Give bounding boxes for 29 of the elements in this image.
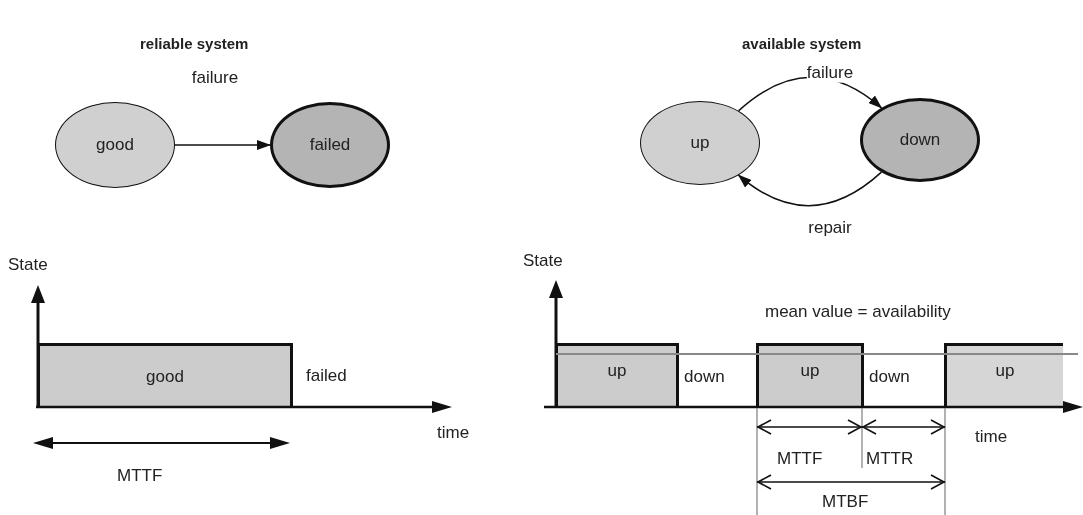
state-bar: [555, 343, 679, 407]
state-label: good: [146, 366, 184, 387]
chart-label: State: [8, 256, 48, 275]
transition-arrow: [174, 140, 271, 150]
chart-label: State: [523, 252, 563, 271]
state-label: down: [899, 130, 941, 150]
state-label: good: [96, 135, 134, 155]
chart-label: down: [684, 368, 725, 387]
chart-label: MTTF: [777, 450, 823, 469]
edge-label: repair: [808, 218, 852, 238]
chart-label: MTTR: [866, 450, 914, 469]
chart-label: MTTF: [117, 467, 163, 486]
state-label: up: [607, 360, 627, 381]
chart-label: time: [437, 424, 470, 443]
state-bar: [37, 343, 293, 407]
chart-label: mean value = availability: [765, 303, 951, 322]
chart-label: MTBF: [822, 493, 869, 512]
chart-label: down: [869, 368, 910, 387]
state-bar: [944, 343, 1063, 407]
state-bar: [756, 343, 864, 407]
section-heading: reliable system: [140, 36, 249, 53]
chart-label: failed: [306, 367, 347, 386]
section-heading: available system: [742, 36, 862, 53]
edge-label: failure: [806, 63, 854, 83]
state-label: up: [690, 133, 710, 153]
state-label: up: [995, 360, 1015, 381]
state-label: failed: [309, 135, 351, 155]
state-label: up: [800, 360, 820, 381]
chart-label: time: [975, 428, 1008, 447]
